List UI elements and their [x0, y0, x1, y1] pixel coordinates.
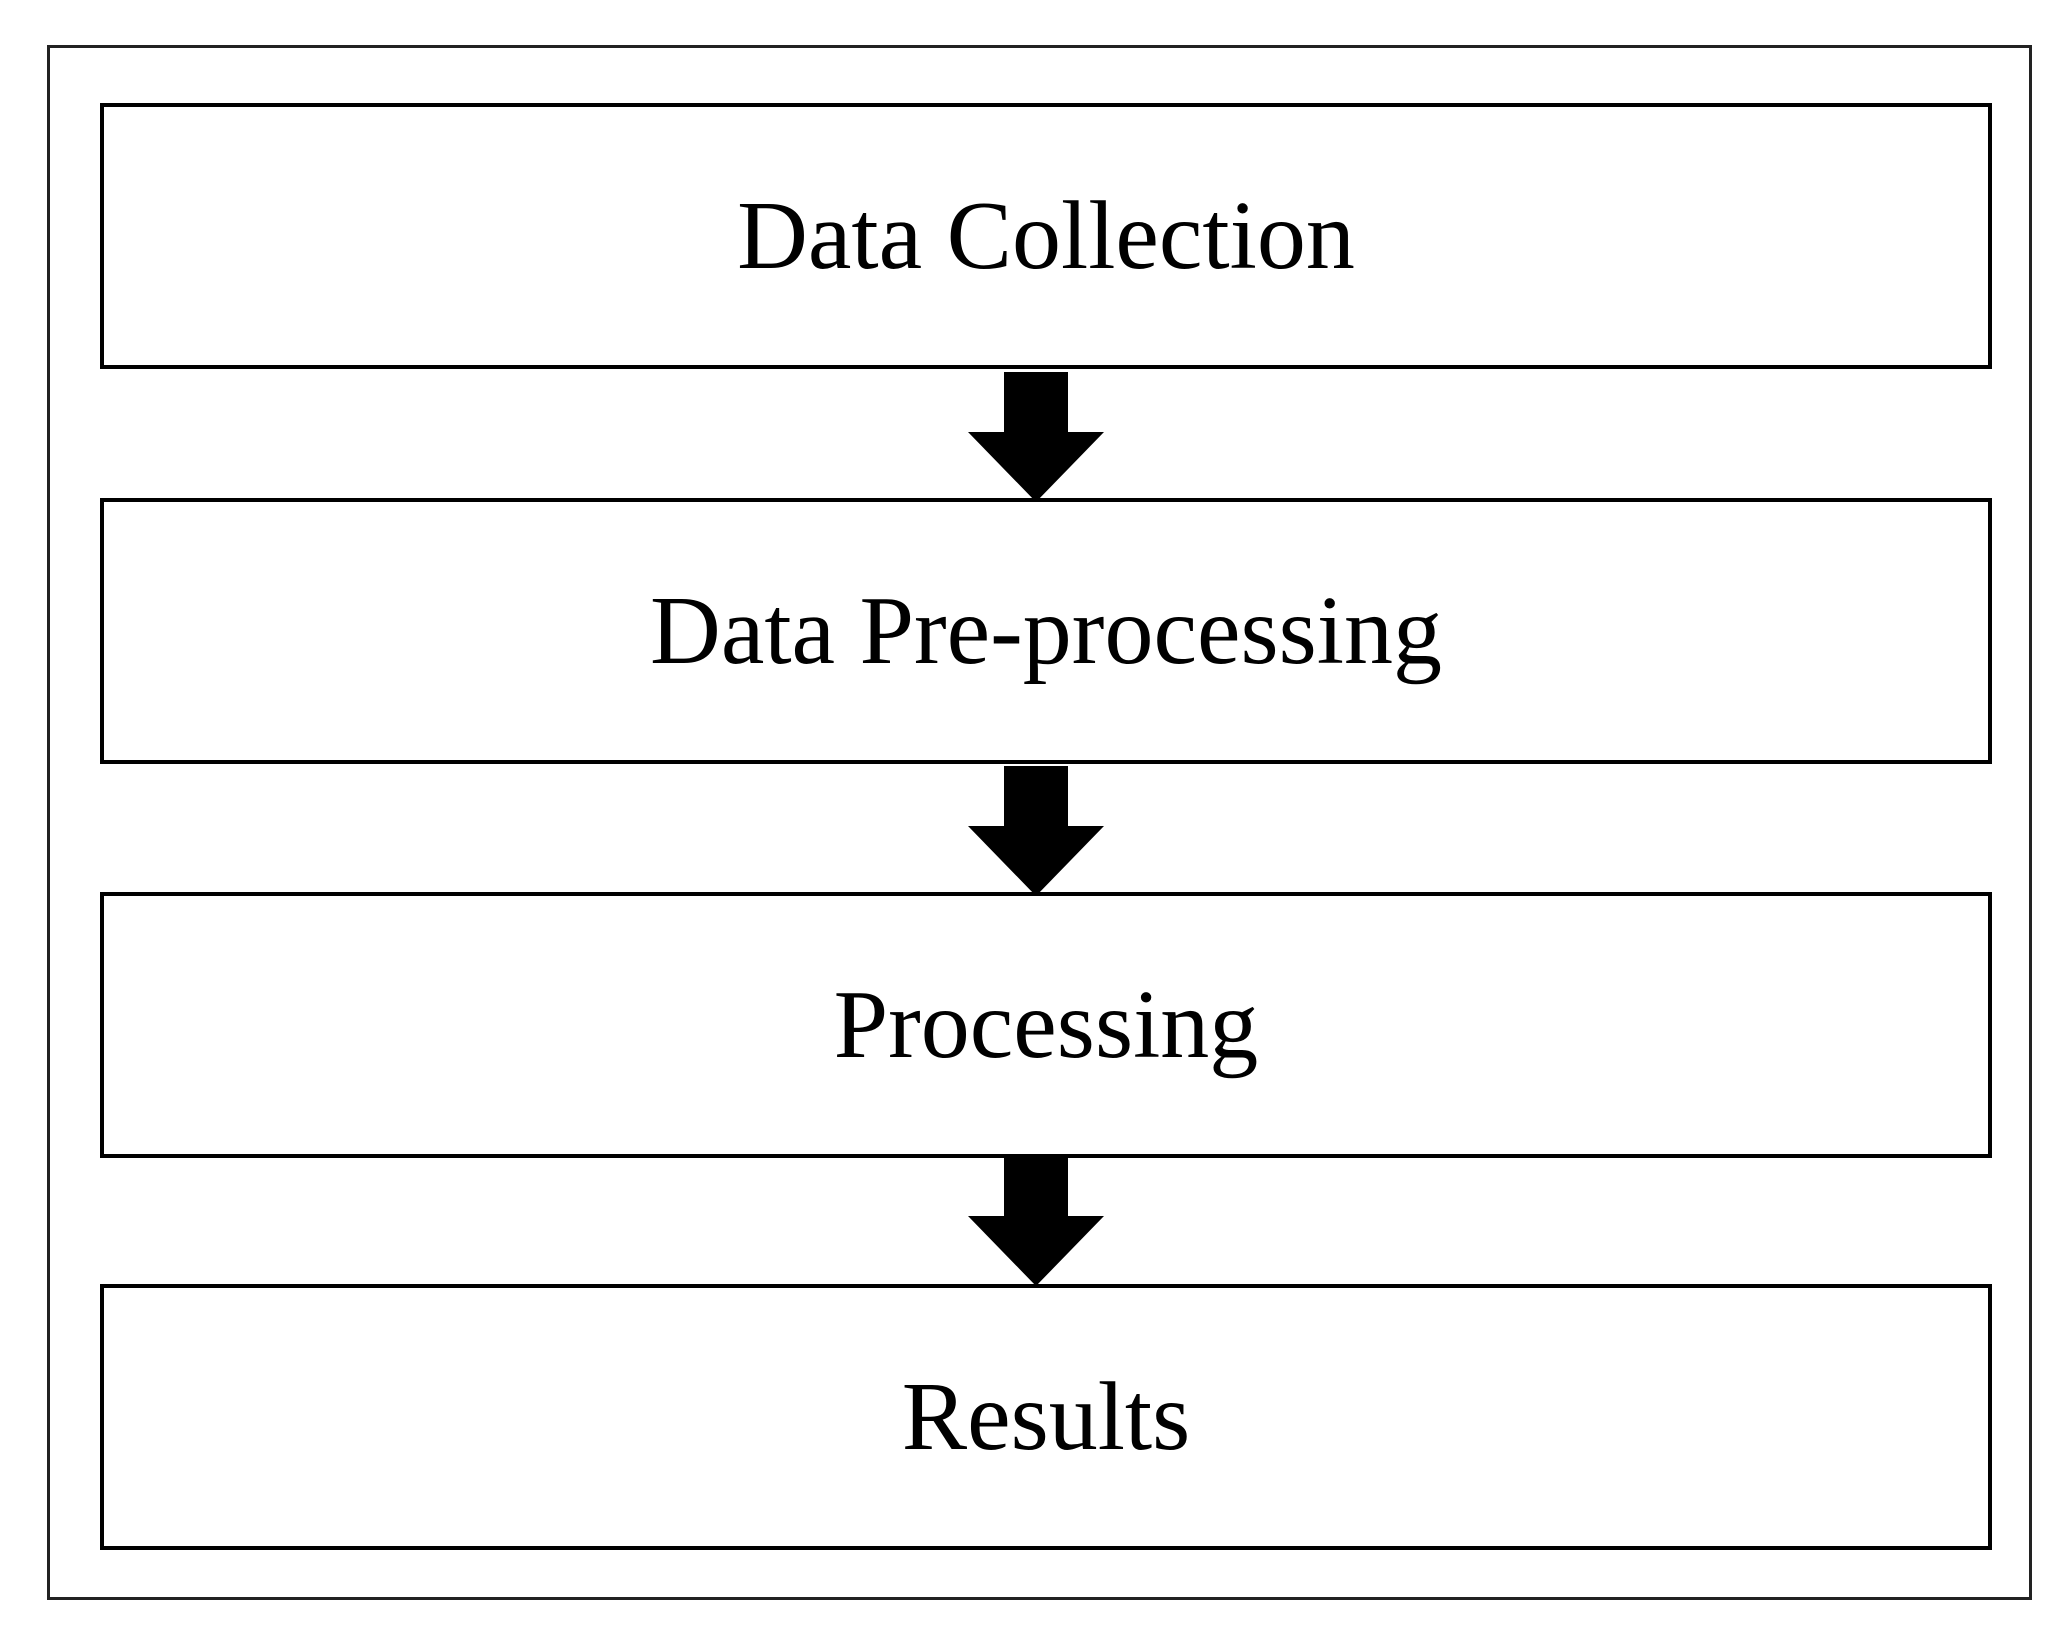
step-label-results: Results [901, 1363, 1191, 1471]
down-arrow-icon [968, 766, 1104, 896]
step-box-data-pre-processing: Data Pre-processing [100, 498, 1992, 764]
step-box-processing: Processing [100, 892, 1992, 1158]
down-arrow-icon [968, 1156, 1104, 1286]
step-box-results: Results [100, 1284, 1992, 1550]
step-label-processing: Processing [833, 971, 1259, 1079]
step-label-data-collection: Data Collection [737, 182, 1355, 290]
diagram-frame [47, 45, 2032, 1600]
down-arrow-icon [968, 372, 1104, 502]
step-label-data-pre-processing: Data Pre-processing [650, 577, 1442, 685]
step-box-data-collection: Data Collection [100, 103, 1992, 369]
